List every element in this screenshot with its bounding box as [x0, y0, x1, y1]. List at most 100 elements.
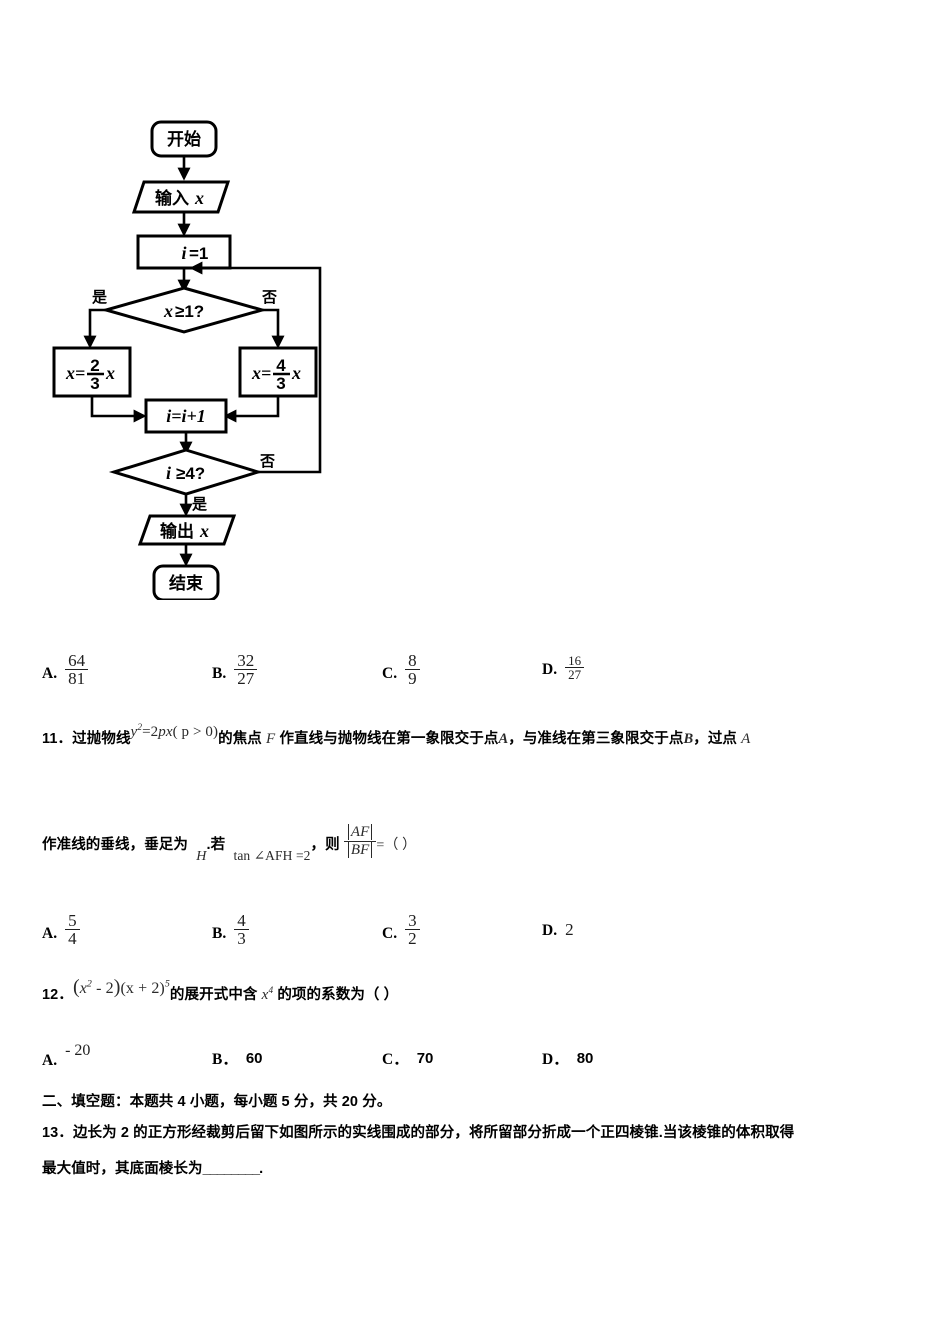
q11-text-comma: ，与准线在第三象限交于点	[508, 731, 684, 747]
q11-option-d-label: D.	[542, 921, 558, 939]
q13-number: 13．	[42, 1125, 73, 1141]
flowchart-node-init-label: i	[181, 243, 186, 263]
flowchart-node-end-label: 结束	[169, 573, 203, 593]
flowchart-node-end	[152, 564, 220, 600]
q12-tail: 的项的系数为（ ）	[277, 987, 399, 1003]
flowchart-node-condition-x-rest: ≥1?	[175, 302, 204, 321]
q10-option-c-value: 8 9	[405, 652, 420, 688]
q12-option-d[interactable]: D． 80	[542, 1050, 593, 1067]
flowchart-node-input-label: 输入	[155, 188, 189, 208]
q12-option-c-value: 70	[416, 1050, 434, 1067]
q10-option-d[interactable]: D. 16 27	[542, 650, 585, 681]
q10-options-row: A. 64 81 B. 32 27 C. 8 9 D. 16 27	[0, 628, 950, 690]
q11-point-f: F	[266, 731, 276, 747]
flowchart-node-output-label: 输出	[160, 521, 194, 541]
q11-text-pre: 过抛物线	[72, 731, 131, 747]
q10-option-d-label: D.	[542, 661, 558, 678]
q13-answer-blank[interactable]: ________	[202, 1161, 261, 1177]
q12-option-b[interactable]: B． 60	[212, 1050, 263, 1067]
flowchart-node-input	[131, 180, 231, 214]
flowchart-label-yes-2: 是	[191, 496, 208, 513]
q11-option-c-value: 3 2	[405, 912, 420, 948]
flowchart-node-assign-right	[238, 346, 318, 398]
q11-line2-pre: 作准线的垂线，垂足为	[42, 837, 188, 854]
q11-option-a[interactable]: A. 5 4	[42, 906, 80, 948]
flowchart-node-condition-x	[100, 286, 268, 334]
q11-option-c-label: C.	[382, 925, 398, 943]
q11-tan-expression: tan ∠AFH =2	[233, 848, 311, 864]
q11-text-tail: ，过点	[693, 731, 738, 747]
flowchart-node-assign-left-den: 3	[90, 374, 99, 393]
q11-point-h: H	[196, 849, 207, 865]
q11-stem-line-1: 11．过抛物线y2=2px( p > 0)的焦点 F 作直线与抛物线在第一象限交…	[42, 723, 751, 748]
q11-text-mid: 的焦点	[218, 731, 262, 747]
q11-option-d[interactable]: D. 2	[542, 918, 574, 939]
q10-option-a-value: 64 81	[65, 652, 89, 688]
q11-number: 11．	[42, 731, 73, 747]
flowchart-node-init	[136, 234, 232, 270]
q13-line2-pre: 最大值时，其底面棱长为	[42, 1161, 203, 1177]
q10-option-c[interactable]: C. 8 9	[382, 646, 420, 688]
q11-line2-if: .若	[206, 837, 226, 854]
flowchart-node-assign-right-den: 3	[276, 374, 285, 393]
q12-option-a-value: - 20	[65, 1042, 91, 1059]
q11-line2-comma: ，则	[310, 837, 340, 854]
q12-option-d-value: 80	[576, 1050, 594, 1067]
q11-point-b: B	[683, 731, 694, 747]
q11-options-row: A. 5 4 B. 4 3 C. 3 2 D. 2	[0, 888, 950, 950]
q12-option-a-label: A.	[42, 1051, 58, 1069]
q11-option-b[interactable]: B. 4 3	[212, 906, 249, 948]
q12-option-c-label: C．	[382, 1050, 409, 1068]
flowchart-node-assign-left	[52, 346, 132, 398]
flowchart-node-init-eq: =1	[189, 244, 208, 263]
q12-option-b-value: 60	[245, 1050, 263, 1067]
flowchart-node-assign-right-num: 4	[276, 356, 286, 375]
q10-option-b-label: B.	[212, 665, 227, 683]
section-2-heading: 二、填空题：本题共 4 小题，每小题 5 分，共 20 分。	[42, 1094, 392, 1110]
q10-option-c-label: C.	[382, 665, 398, 683]
flowchart-node-output-var: x	[199, 521, 209, 541]
q10-option-d-value: 16 27	[565, 654, 585, 682]
q12-options-row: A. - 20 B． 60 C． 70 D． 80	[0, 1032, 950, 1094]
q12-term-variable: x4	[261, 986, 274, 1003]
q11-option-b-label: B.	[212, 925, 227, 943]
flowchart-label-no-1: 否	[261, 289, 277, 306]
flowchart-label-yes-1: 是	[91, 289, 108, 306]
flowchart-node-assign-left-rhs: x	[105, 363, 115, 383]
q11-option-a-label: A.	[42, 925, 58, 943]
q10-option-a[interactable]: A. 64 81	[42, 646, 89, 688]
q11-point-a: A	[498, 731, 509, 747]
q12-option-c[interactable]: C． 70	[382, 1050, 433, 1067]
q11-option-a-value: 5 4	[65, 912, 80, 948]
q11-option-c[interactable]: C. 3 2	[382, 906, 420, 948]
q11-text-rest: 作直线与抛物线在第一象限交于点	[279, 731, 499, 747]
flowchart-node-start-label: 开始	[167, 129, 201, 149]
q13-line1-text: 边长为 2 的正方形经裁剪后留下如图所示的实线围成的部分，将所留部分折成一个正四…	[72, 1125, 795, 1141]
q10-option-b[interactable]: B. 32 27	[212, 646, 258, 688]
q12-option-b-label: B．	[212, 1050, 238, 1068]
q13-stem-line-2: 最大值时，其底面棱长为________.	[42, 1157, 263, 1178]
q12-text: 的展开式中含	[169, 987, 258, 1003]
flowchart-node-input-var: x	[194, 188, 204, 208]
q13-line2-end: .	[259, 1161, 264, 1177]
q11-point-a2: A	[741, 731, 751, 747]
flowchart-node-assign-right-rhs: x	[291, 363, 301, 383]
flowchart-label-no-2: 否	[259, 453, 275, 470]
flowchart-node-increment-label: i=i+1	[166, 406, 206, 426]
q12-option-d-label: D．	[542, 1050, 569, 1068]
q12-stem: 12．(x2 - 2)(x + 2)5的展开式中含 x4 的项的系数为（ ）	[42, 976, 399, 1005]
q12-number: 12．	[42, 987, 73, 1003]
flowchart-node-condition-i-var: i	[166, 463, 171, 483]
q11-option-d-value: 2	[565, 920, 574, 939]
flowchart-node-assign-left-num: 2	[90, 356, 99, 375]
q11-line2-eq: =（ ）	[376, 838, 417, 854]
flowchart-node-assign-left-lhs: x=	[65, 363, 85, 383]
q11-option-b-value: 4 3	[234, 912, 249, 948]
flowchart-node-condition-x-var: x	[163, 301, 173, 321]
q12-option-a[interactable]: A. - 20	[42, 1042, 90, 1069]
q11-parabola-formula: y2=2px( p > 0)	[130, 723, 219, 740]
q10-option-b-value: 32 27	[234, 652, 258, 688]
